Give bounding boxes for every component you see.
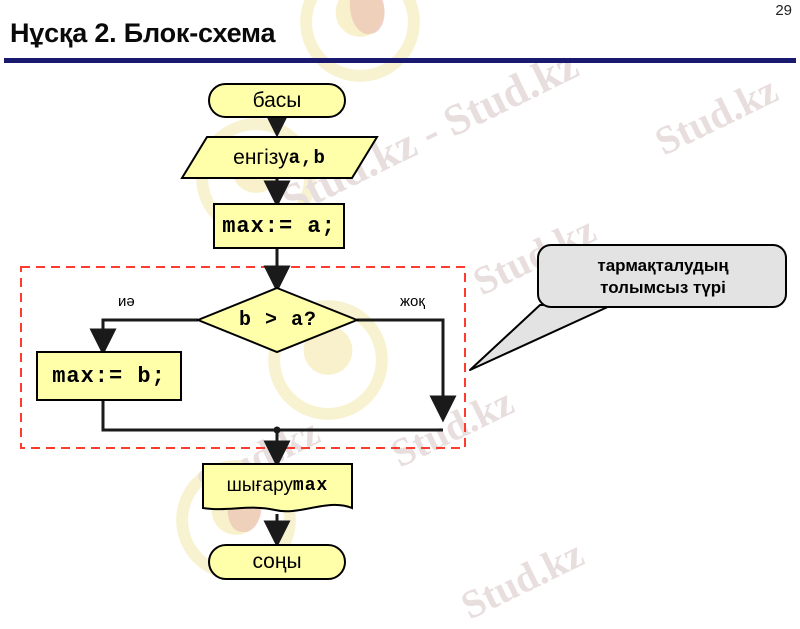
callout-line-2: толымсыз түрі — [600, 278, 726, 297]
connector-assignb-to-merge — [101, 401, 277, 432]
node-decision-shape — [195, 286, 360, 354]
callout-line-1: тармақталудың — [597, 255, 729, 275]
node-assign-b-label: max:= b; — [52, 363, 166, 389]
connector-no-path — [357, 318, 457, 423]
callout-tail — [469, 304, 613, 371]
callout-text: тармақталудың толымсыз түрі — [540, 247, 786, 307]
node-assign-b[interactable]: max:= b; — [36, 351, 182, 401]
page-number: 29 — [775, 2, 792, 19]
node-end[interactable]: соңы — [208, 544, 346, 580]
page-title: Нұсқа 2. Блок-схема — [10, 18, 276, 48]
node-end-label: соңы — [252, 550, 302, 573]
node-input-shape — [180, 136, 379, 179]
branch-highlight-region — [20, 266, 466, 449]
node-assign-a[interactable]: max:= a; — [213, 203, 345, 249]
node-start-label: басы — [252, 88, 302, 112]
title-divider — [4, 58, 796, 63]
branch-label-no: жоқ — [400, 293, 425, 310]
node-output-shape — [202, 463, 353, 513]
connector-yes-path — [89, 318, 198, 356]
branch-label-yes: иә — [118, 293, 135, 310]
node-start[interactable]: басы — [208, 83, 346, 118]
node-assign-a-label: max:= a; — [222, 213, 336, 239]
callout-box — [537, 244, 787, 308]
